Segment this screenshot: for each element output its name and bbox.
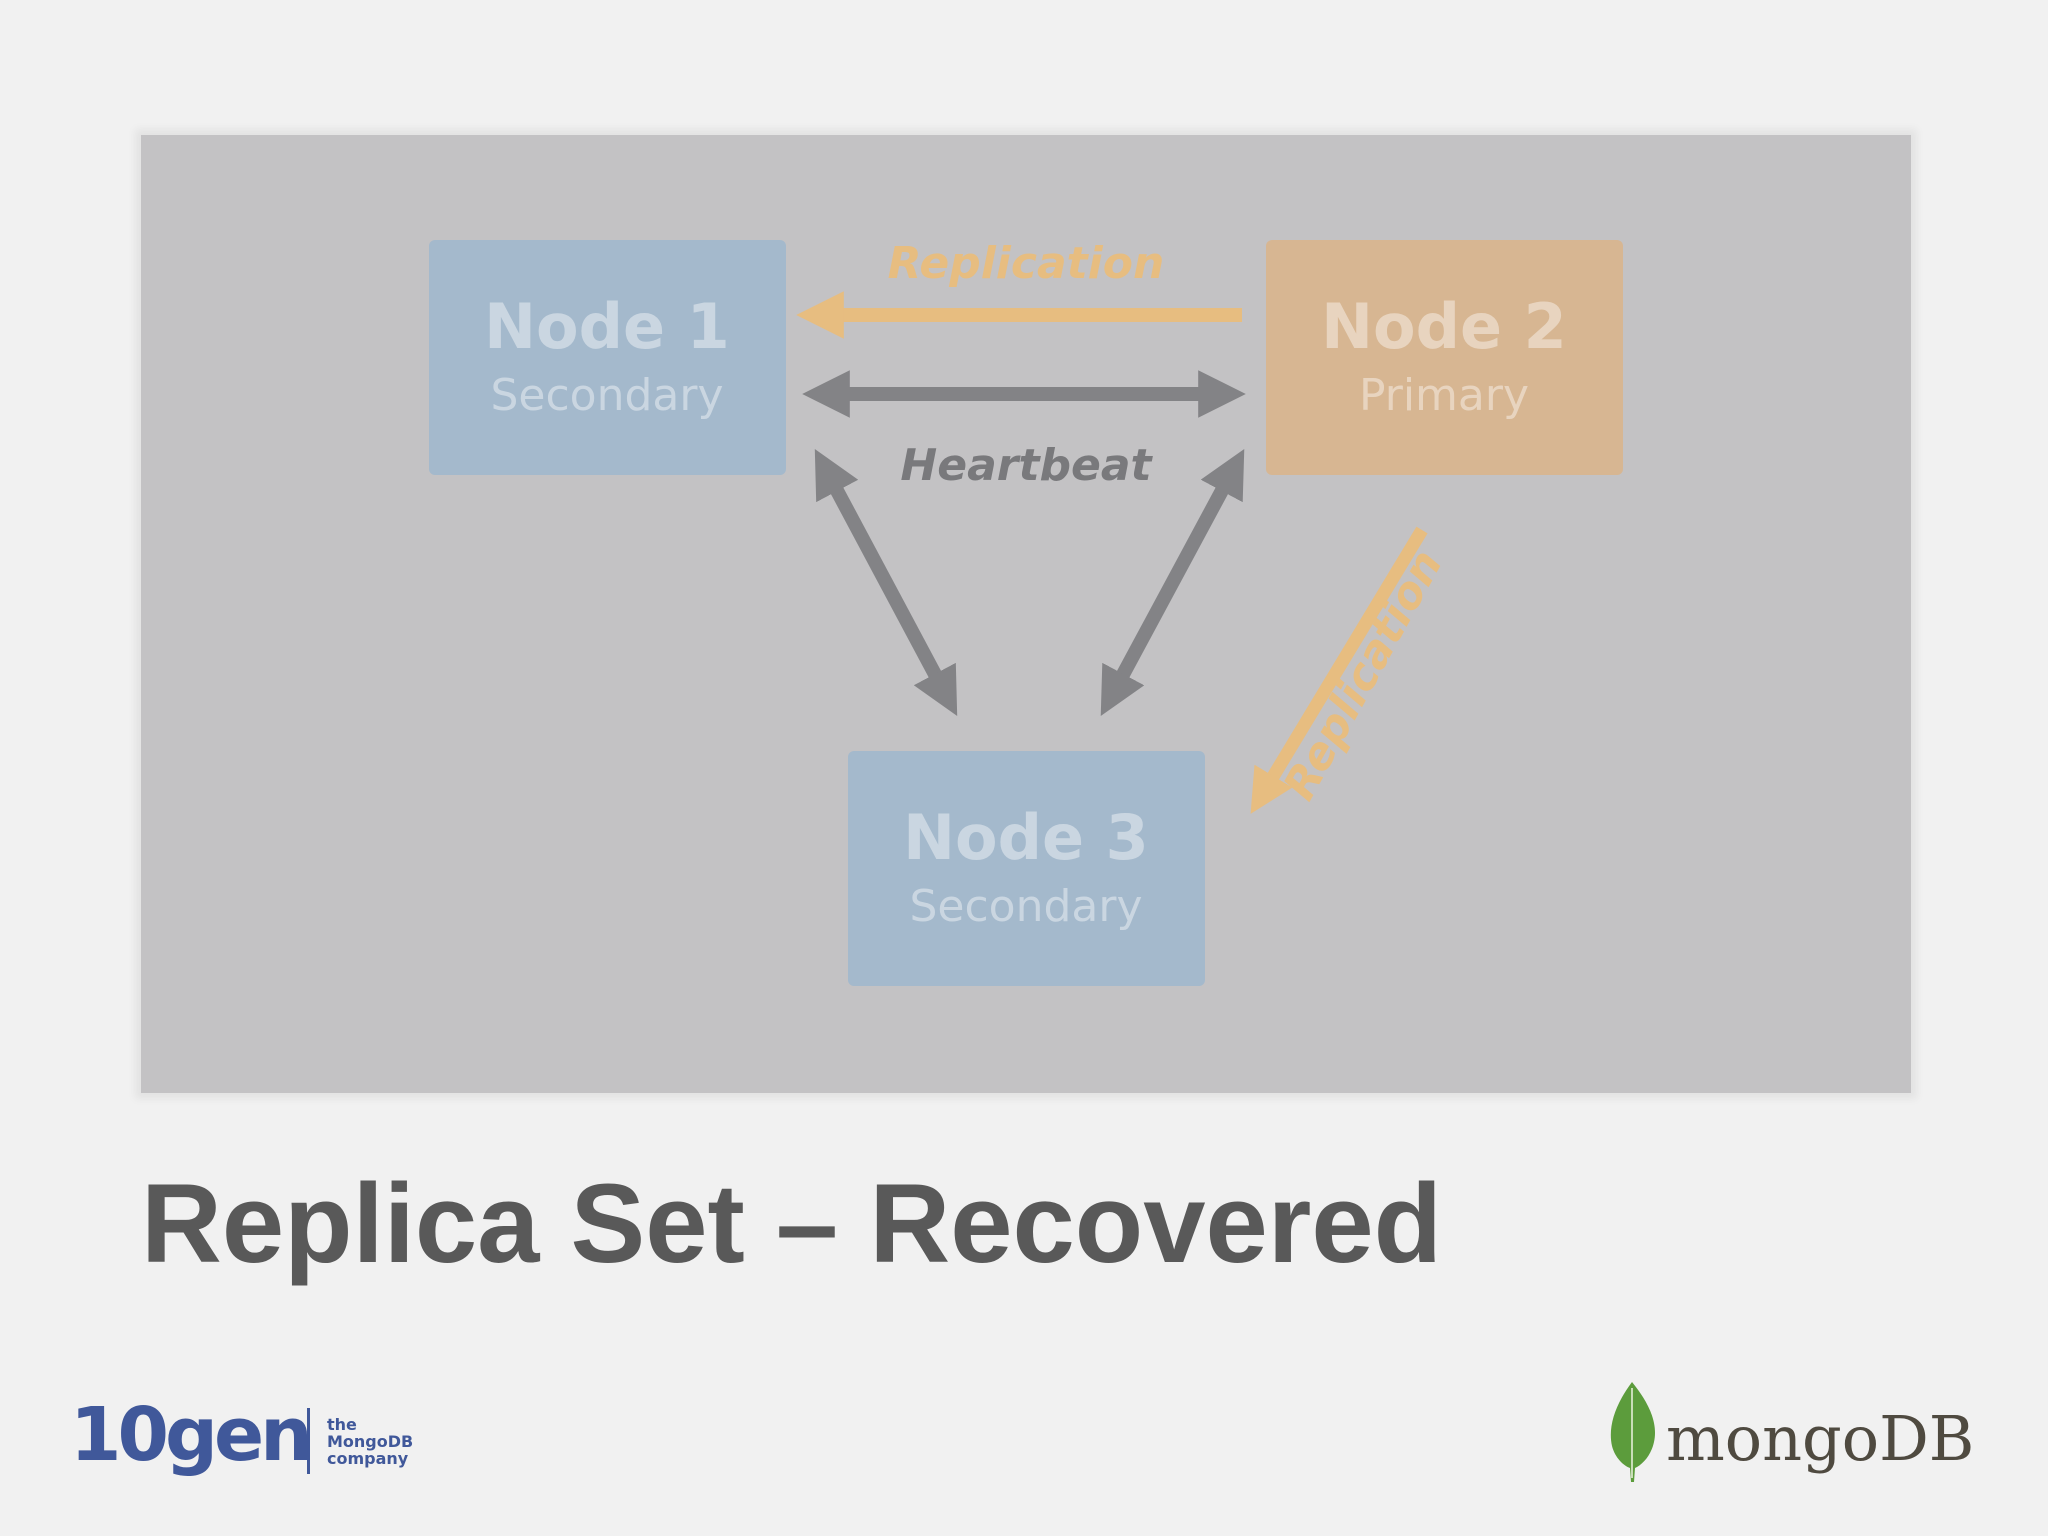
node-1-name: Node 1 bbox=[484, 290, 730, 363]
mongodb-logo: mongoDB bbox=[1604, 1376, 1984, 1486]
mongodb-wordmark: mongoDB bbox=[1666, 1402, 1975, 1475]
tagline-line-3: company bbox=[327, 1449, 409, 1468]
heartbeat-arrow-right bbox=[1100, 449, 1245, 716]
tagline-line-2: MongoDB bbox=[327, 1432, 414, 1451]
node-2-role: Primary bbox=[1359, 370, 1529, 421]
10gen-separator bbox=[307, 1408, 310, 1474]
replication-arrow-side bbox=[1250, 526, 1428, 814]
mongodb-leaf-icon bbox=[1610, 1382, 1656, 1482]
node-3-name: Node 3 bbox=[903, 801, 1149, 874]
node-2-box: Node 2 Primary bbox=[1266, 240, 1623, 475]
10gen-tagline: the MongoDB company bbox=[327, 1416, 447, 1467]
node-2-name: Node 2 bbox=[1321, 290, 1567, 363]
tagline-line-1: the bbox=[327, 1415, 357, 1434]
node-3-box: Node 3 Secondary bbox=[848, 751, 1205, 986]
node-1-role: Secondary bbox=[490, 370, 723, 421]
replication-label-top: Replication bbox=[888, 238, 1165, 289]
heartbeat-label: Heartbeat bbox=[900, 440, 1153, 491]
replication-label-side: Replication bbox=[1274, 542, 1453, 809]
node-3-role: Secondary bbox=[909, 881, 1142, 932]
10gen-wordmark: 10gen bbox=[70, 1392, 313, 1478]
node-1-box: Node 1 Secondary bbox=[429, 240, 786, 475]
heartbeat-arrow-left bbox=[814, 448, 958, 717]
slide-title: Replica Set – Recovered bbox=[141, 1161, 1443, 1286]
